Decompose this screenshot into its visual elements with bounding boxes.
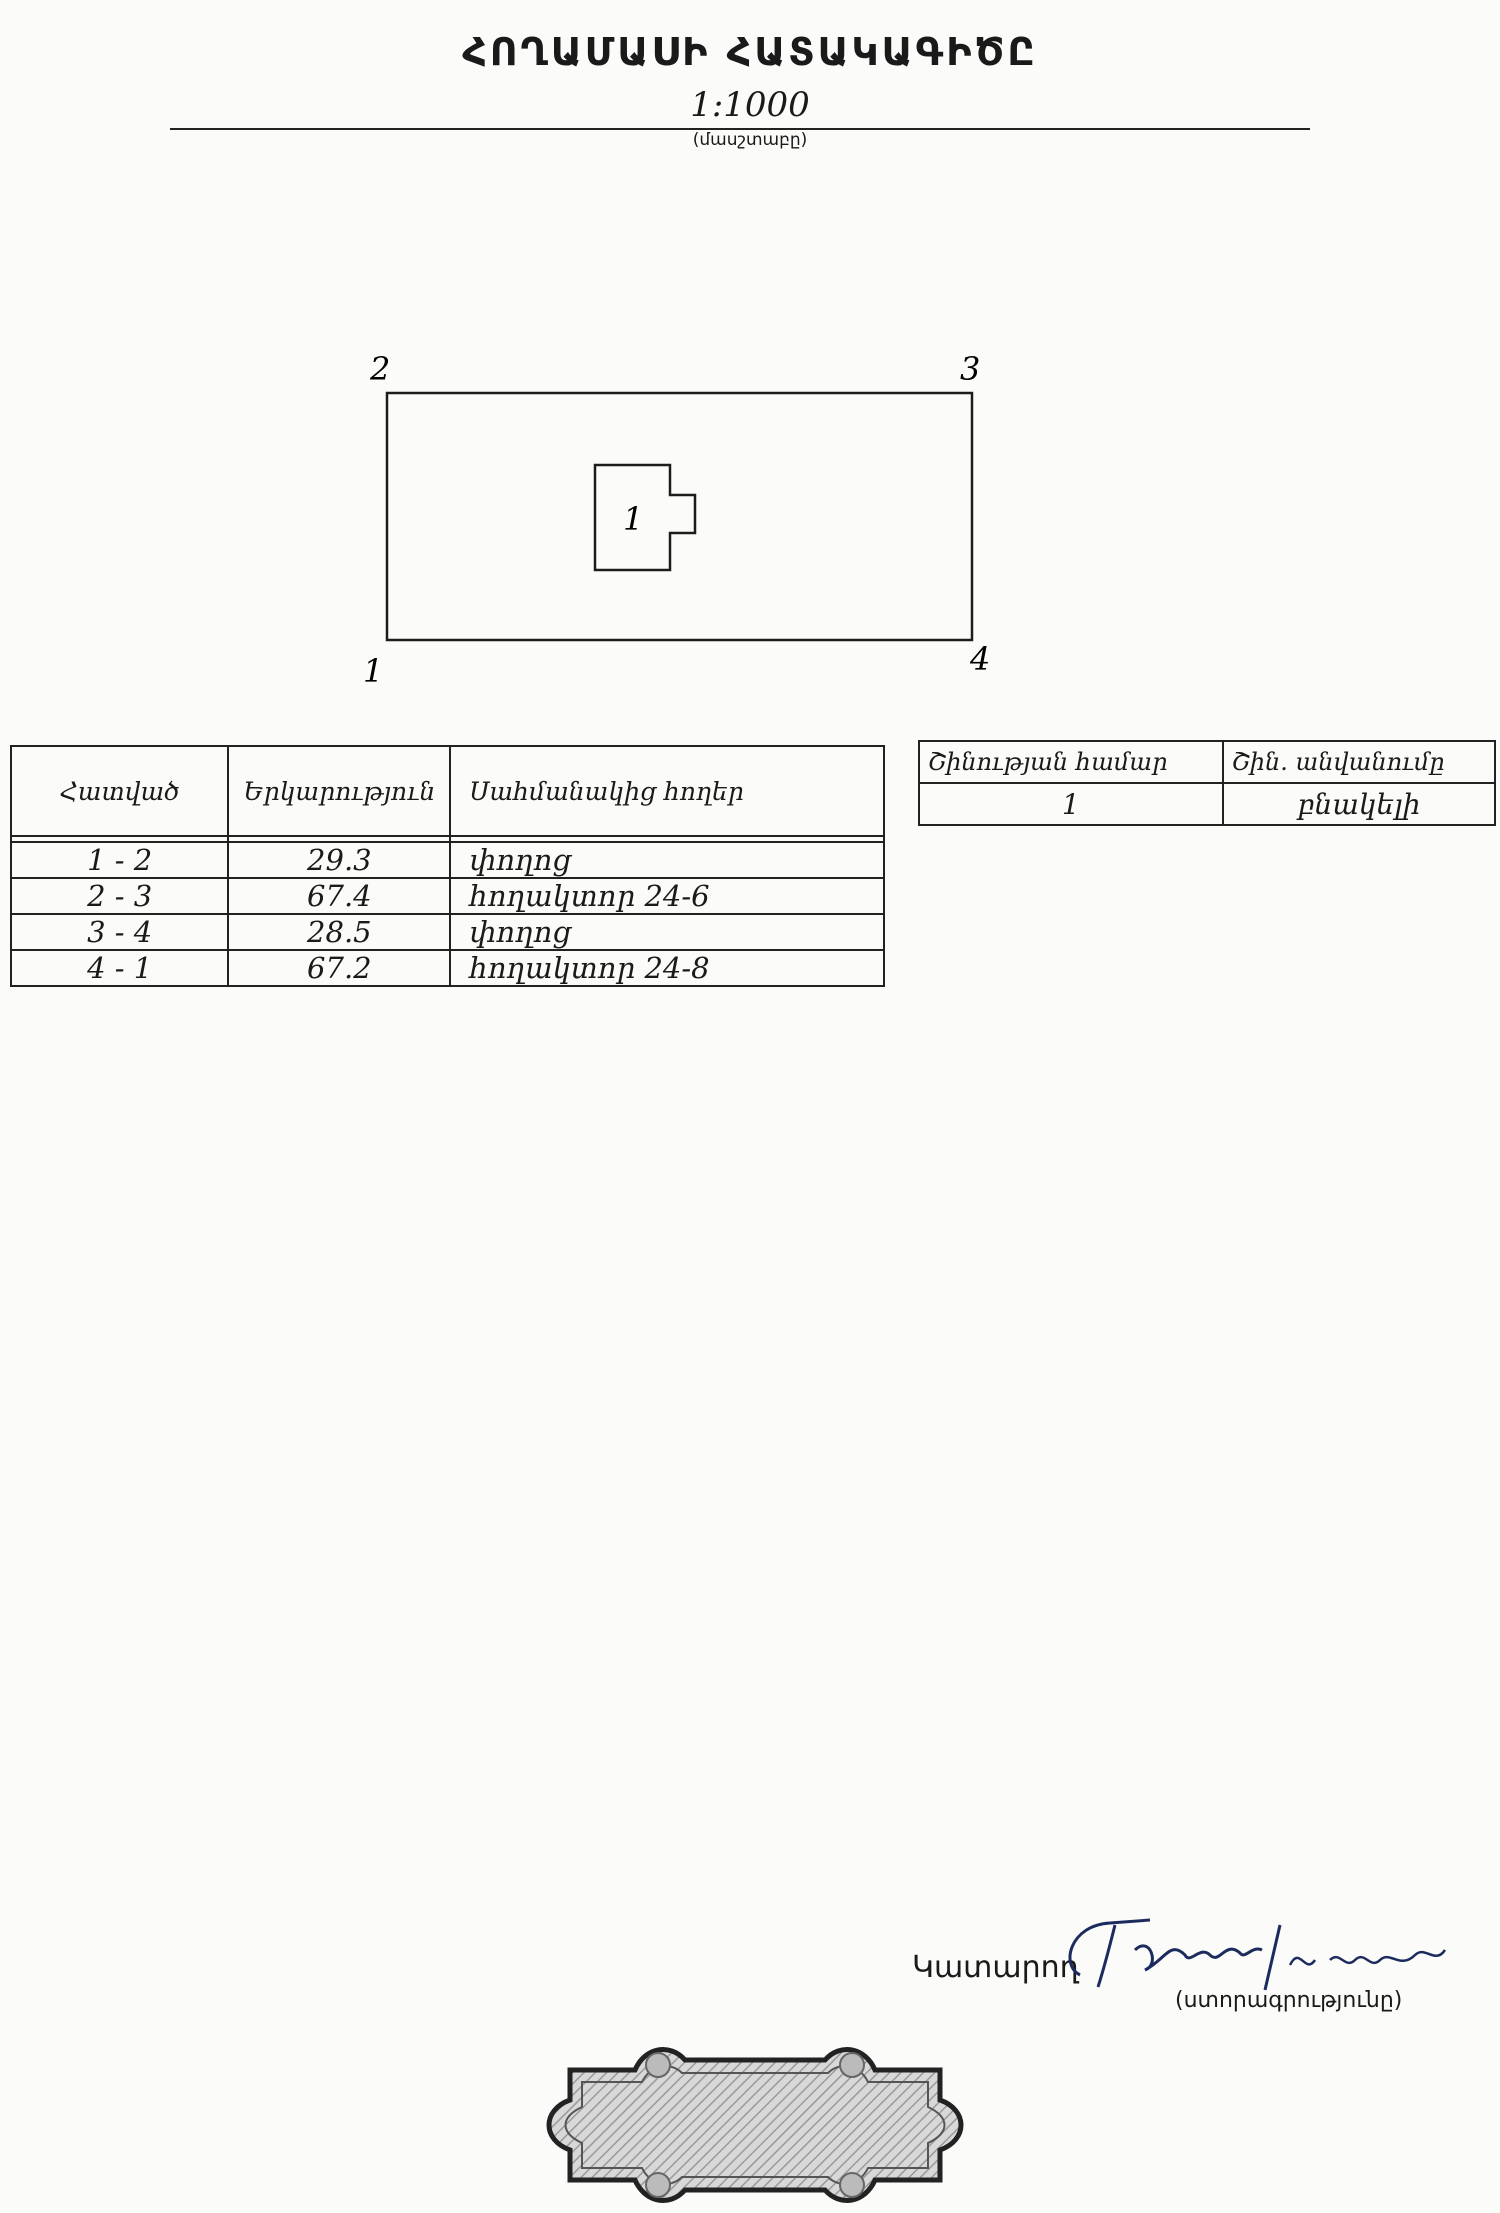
building-outline [593, 463, 697, 572]
plot-plan: 2 3 1 4 1 [363, 350, 990, 690]
header-neighbors: Սահմանակից հողեր [449, 745, 885, 837]
segment-cell: 1 - 2 [9, 841, 230, 879]
neighbor-cell: հողակտոր 24-8 [449, 949, 885, 987]
segment-cell: 2 - 3 [9, 877, 230, 915]
corner-label-1: 1 [363, 652, 383, 690]
header-rule [170, 128, 1310, 130]
table-row: 4 - 1 67.2 հողակտոր 24-8 [9, 949, 885, 987]
executor-label: Կատարող [912, 1950, 1079, 1985]
header-building-number: Շինության համար [918, 740, 1224, 784]
document-title: ՀՈՂԱՄԱՍԻ ՀԱՏԱԿԱԳԻԾԸ [462, 30, 1038, 74]
table-row: 3 - 4 28.5 փողոց [9, 913, 885, 951]
length-cell: 67.2 [227, 949, 452, 987]
building-number-cell: 1 [918, 782, 1224, 826]
corner-label-3: 3 [960, 350, 980, 388]
segment-cell: 3 - 4 [9, 913, 230, 951]
buildings-table: Շինության համար Շին. անվանումը 1 բնակելի [918, 740, 1497, 826]
corner-label-4: 4 [969, 640, 990, 678]
neighbor-cell: փողոց [449, 913, 885, 951]
table-header-row: Շինության համար Շին. անվանումը [918, 740, 1497, 784]
signature-image [1068, 1918, 1447, 1991]
scale-caption: (մասշտաբը) [692, 130, 808, 150]
table-row: 1 բնակելի [918, 782, 1497, 826]
length-cell: 29.3 [227, 841, 452, 879]
header-building-name: Շին. անվանումը [1221, 740, 1497, 784]
corner-label-2: 2 [369, 350, 390, 388]
table-row: 1 - 2 29.3 փողոց [9, 841, 885, 879]
length-cell: 67.4 [227, 877, 452, 915]
length-cell: 28.5 [227, 913, 452, 951]
segment-cell: 4 - 1 [9, 949, 230, 987]
header-segment: Հատված [9, 745, 230, 837]
plot-boundary [385, 391, 974, 642]
seal-emblem [546, 2047, 964, 2203]
table-header-row: Հատված Երկարություն Սահմանակից հողեր [9, 745, 885, 837]
neighbor-cell: հողակտոր 24-6 [449, 877, 885, 915]
header-length: Երկարություն [227, 745, 452, 837]
scale-value: 1:1000 [690, 85, 810, 125]
building-name-cell: բնակելի [1221, 782, 1497, 826]
boundaries-table: Հատված Երկարություն Սահմանակից հողեր 1 -… [9, 745, 885, 987]
building-number: 1 [623, 500, 643, 538]
neighbor-cell: փողոց [449, 841, 885, 879]
signature-caption: (ստորագրությունը) [1175, 1988, 1403, 2013]
table-row: 2 - 3 67.4 հողակտոր 24-6 [9, 877, 885, 915]
